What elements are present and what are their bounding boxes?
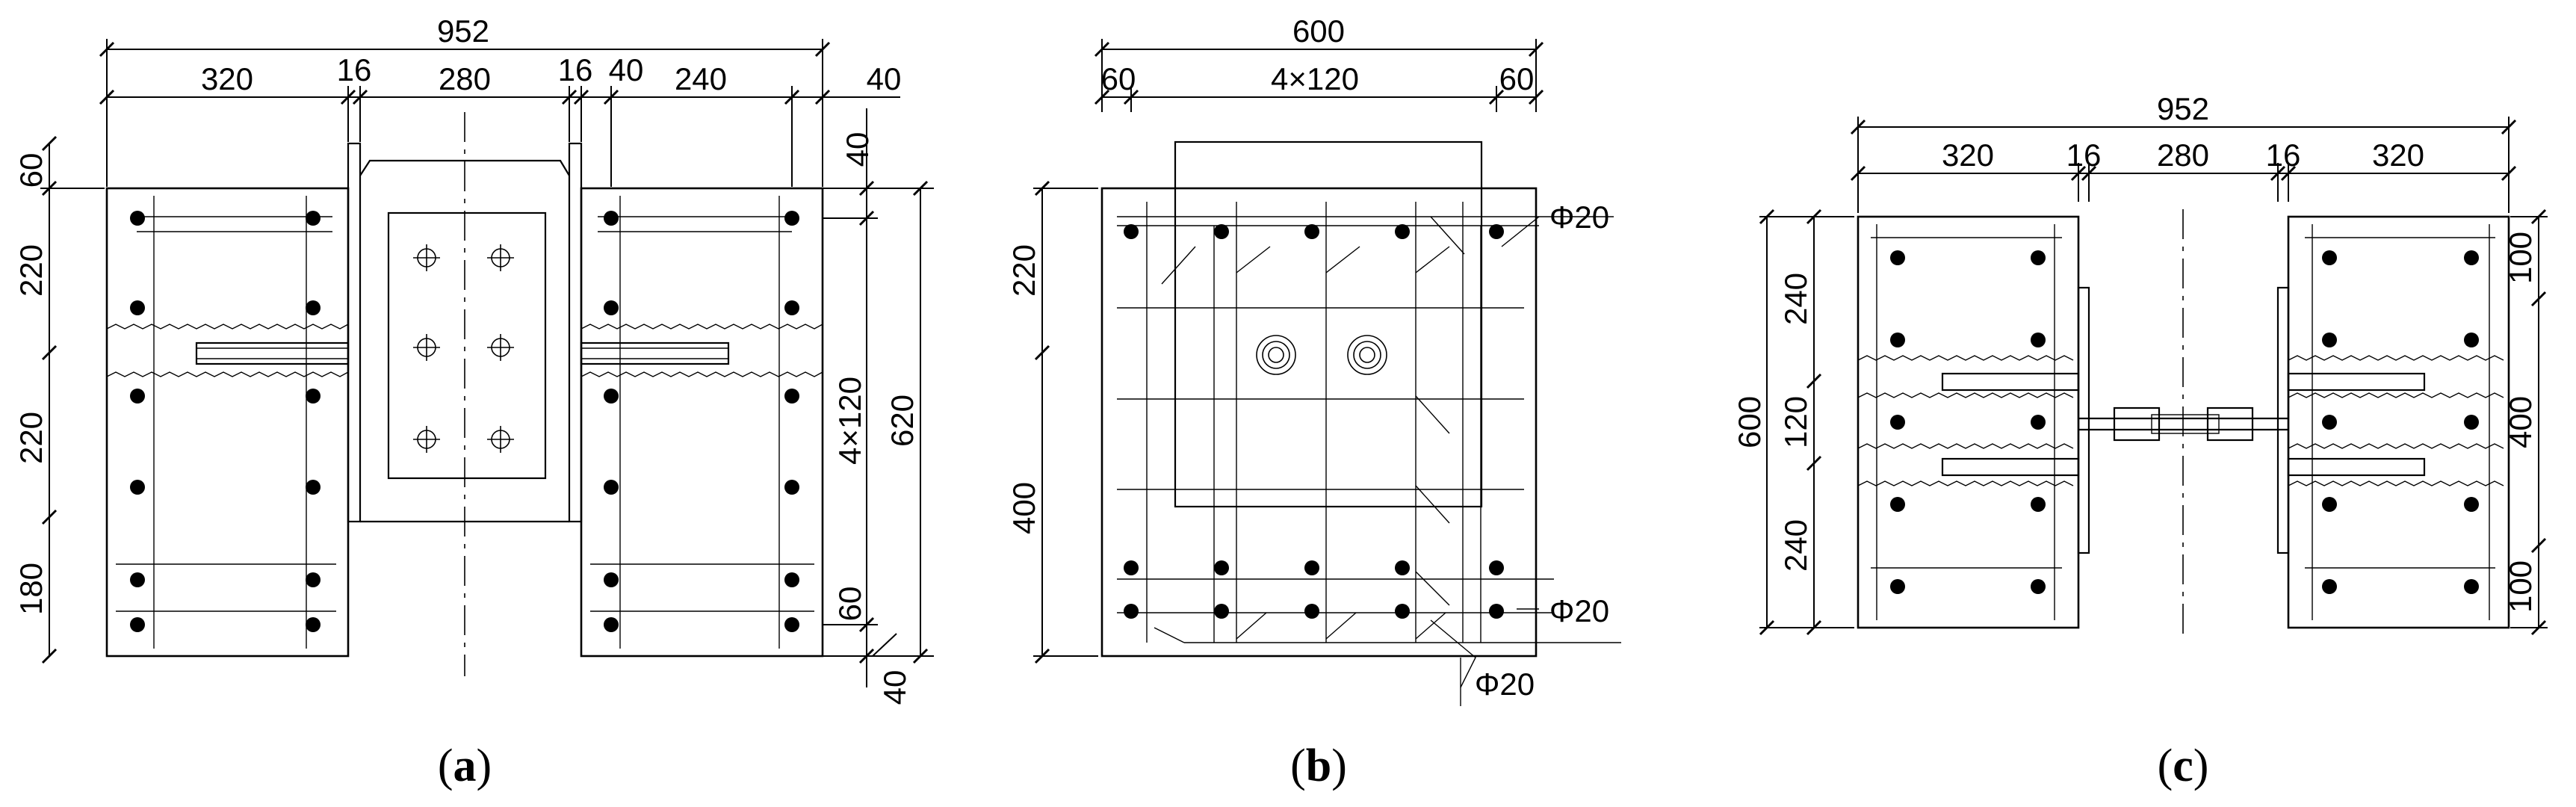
- rebar-leaders: [1460, 216, 1614, 706]
- dim-b-60-right: 60: [1499, 61, 1535, 96]
- dim-a-right-60: 60: [832, 587, 867, 622]
- break-zone-left: [106, 324, 350, 377]
- rebar-dots-right-a: [604, 211, 799, 632]
- column-section: [1100, 187, 1538, 658]
- break-zones-c: [1857, 355, 2504, 486]
- dim-c-16-right: 16: [2266, 137, 2301, 173]
- panel-b: Φ20 Φ20 Φ20 600 60 4×120 60: [1006, 13, 1621, 791]
- dim-a-right-40-bot: 40: [877, 670, 912, 705]
- dim-a-40-far: 40: [867, 61, 902, 96]
- dim-c-left-240-top: 240: [1778, 273, 1813, 325]
- rebar-label-stirrup: Φ20: [1475, 667, 1535, 702]
- left-end-plate: [347, 142, 362, 523]
- right-end-plate: [568, 142, 583, 523]
- dim-left-c: [1759, 208, 1854, 636]
- anchor-bolts: [1256, 335, 1387, 375]
- dim-a-total: 952: [437, 13, 489, 49]
- dim-c-right-100-top: 100: [2503, 232, 2538, 284]
- dim-c-left-600: 600: [1732, 396, 1767, 448]
- rebar-dots-b: [1124, 224, 1504, 619]
- dim-top-c: [1850, 117, 2517, 213]
- rebar-dots-left-a: [130, 211, 321, 632]
- dim-a-320: 320: [201, 61, 253, 96]
- dim-a-left-180: 180: [13, 563, 49, 615]
- dim-c-left-240-bot: 240: [1778, 519, 1813, 572]
- rebar-label-bottom: Φ20: [1549, 593, 1609, 628]
- dim-a-right-40-top: 40: [840, 132, 875, 167]
- dim-c-320-left: 320: [1942, 137, 1994, 173]
- right-plate-c: [2276, 286, 2290, 554]
- splice-plate: [387, 211, 547, 480]
- dim-top-a: [99, 39, 900, 187]
- dim-left-a: [40, 135, 105, 664]
- caption-b: (b): [1290, 740, 1347, 791]
- dim-a-left-220-bot: 220: [13, 412, 49, 464]
- dim-a-16-left: 16: [337, 52, 372, 87]
- stirrup-hooks: [1154, 216, 1621, 688]
- dim-a-280: 280: [439, 61, 491, 96]
- dim-c-right-400: 400: [2503, 396, 2538, 448]
- panel-a: 952 320 16 280 16 40 240 40 60 220 220 1…: [13, 13, 934, 791]
- dim-a-left-60: 60: [13, 153, 49, 188]
- right-rebar-lines: [590, 196, 814, 649]
- dim-a-240: 240: [675, 61, 727, 96]
- dim-a-40: 40: [609, 52, 644, 87]
- caption-a: (a): [438, 740, 492, 791]
- dim-left-b: [1033, 180, 1098, 664]
- splice-bolts: [413, 244, 514, 453]
- dim-c-320-right: 320: [2372, 137, 2424, 173]
- endplate-outline: [1174, 140, 1483, 508]
- dim-b-total: 600: [1292, 13, 1345, 49]
- dim-right-a: [822, 108, 934, 687]
- dim-a-16-right: 16: [558, 52, 593, 87]
- caption-c: (c): [2158, 740, 2209, 791]
- dim-right-c: [2510, 208, 2548, 636]
- panel-c: 952 320 16 280 16 320 600 240 120 240: [1732, 91, 2548, 791]
- dim-a-right-4x120: 4×120: [832, 377, 867, 465]
- dim-b-4x120: 4×120: [1271, 61, 1359, 96]
- dim-top-b: [1094, 39, 1544, 112]
- dim-a-left-220-top: 220: [13, 244, 49, 297]
- dim-b-60-left: 60: [1101, 61, 1136, 96]
- right-concrete-block: [580, 187, 824, 658]
- connecting-rod: [2078, 406, 2288, 442]
- anchor-rods-c: [1941, 372, 2426, 477]
- dim-b-left-220: 220: [1006, 244, 1041, 297]
- left-plate-c: [2077, 286, 2090, 554]
- break-zone-right: [580, 324, 823, 377]
- rebar-lines-c: [1871, 224, 2495, 620]
- rebar-dots-c: [1890, 250, 2479, 594]
- rebar-label-top: Φ20: [1549, 200, 1609, 235]
- dim-c-total: 952: [2157, 91, 2209, 126]
- dim-a-right-620: 620: [885, 395, 920, 447]
- left-rebar-lines: [116, 196, 336, 649]
- dim-c-16-left: 16: [2066, 137, 2102, 173]
- dim-c-280: 280: [2157, 137, 2209, 173]
- beam-top-flange: [359, 159, 570, 176]
- dim-c-right-100-bot: 100: [2503, 560, 2538, 613]
- dim-b-left-400: 400: [1006, 482, 1041, 534]
- dim-c-left-120: 120: [1778, 396, 1813, 448]
- section-rebar-grid: [1117, 202, 1554, 643]
